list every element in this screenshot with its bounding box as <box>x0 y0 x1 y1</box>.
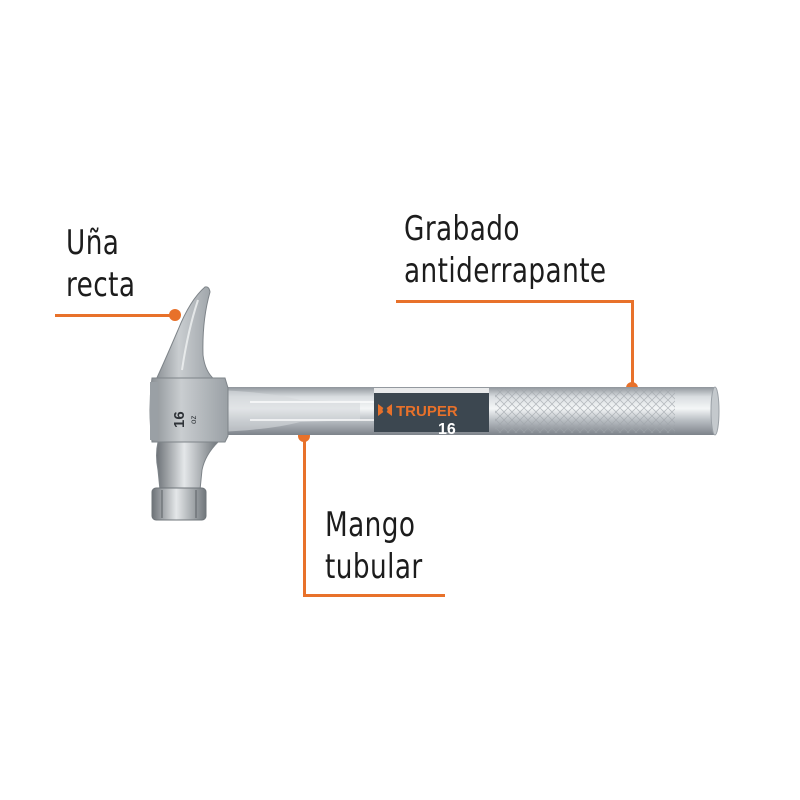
claw-callout-dot <box>169 309 181 321</box>
brand-label: TRUPER 16 <box>374 388 489 438</box>
claw-callout-line2: recta <box>66 265 136 305</box>
head-weight-marking: 16 oz <box>171 411 198 428</box>
grip-callout-line1: Grabado <box>404 209 520 249</box>
handle-callout-label: Mango tubular <box>325 504 423 588</box>
svg-text:oz: oz <box>189 416 198 424</box>
handle-callout-line-vertical <box>303 436 306 597</box>
grip-callout-label: Grabado antiderrapante <box>404 208 607 292</box>
claw-callout-label: Uña recta <box>66 222 135 306</box>
label-weight: 16 <box>438 421 456 438</box>
grip-callout-line-vertical <box>631 300 634 388</box>
handle-callout-line1: Mango <box>325 505 416 545</box>
hammer-head: 16 oz <box>149 286 229 521</box>
handle-callout-line-horizontal <box>303 594 445 597</box>
claw-callout-line1: Uña <box>66 223 120 263</box>
claw-callout-line <box>55 314 175 317</box>
svg-text:16: 16 <box>171 411 188 428</box>
handle-callout-line2: tubular <box>325 547 423 587</box>
grip-callout-line2: antiderrapante <box>404 251 607 291</box>
brand-name: TRUPER <box>396 403 458 420</box>
truper-logo-icon <box>378 404 392 416</box>
grip-callout-line-horizontal <box>396 300 634 303</box>
